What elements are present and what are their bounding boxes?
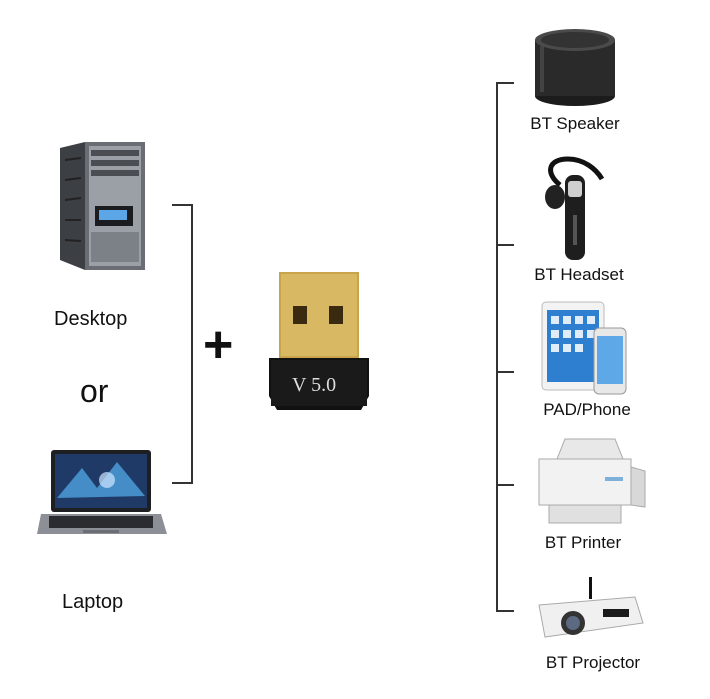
projector-icon [538, 577, 644, 638]
desktop-icon [60, 142, 145, 270]
speaker-icon [535, 29, 615, 106]
device-label-printer: BT Printer [544, 533, 622, 552]
headset-icon [545, 156, 605, 260]
right-bracket-line [496, 82, 498, 612]
right-bracket-tick-1 [496, 82, 514, 84]
plus-sign: + [203, 316, 234, 374]
or-label: or [80, 373, 109, 409]
device-label-pad-phone: PAD/Phone [543, 400, 631, 419]
left-bracket-top [172, 204, 192, 206]
left-bracket-line [191, 204, 193, 484]
left-bracket-bottom [172, 482, 192, 484]
device-label-headset: BT Headset [534, 265, 624, 284]
adapter-version-text: V 5.0 [292, 374, 337, 396]
desktop-label: Desktop [54, 308, 128, 330]
right-bracket-tick-5 [496, 610, 514, 612]
device-label-projector: BT Projector [545, 653, 641, 672]
device-label-speaker: BT Speaker [530, 114, 620, 133]
right-bracket-tick-2 [496, 244, 514, 246]
tablet-phone-icon [541, 301, 627, 395]
laptop-label: Laptop [62, 591, 124, 613]
usb-adapter-icon [269, 272, 369, 410]
right-bracket-tick-4 [496, 484, 514, 486]
printer-icon [538, 438, 646, 524]
laptop-icon [37, 450, 167, 534]
right-bracket-tick-3 [496, 371, 514, 373]
